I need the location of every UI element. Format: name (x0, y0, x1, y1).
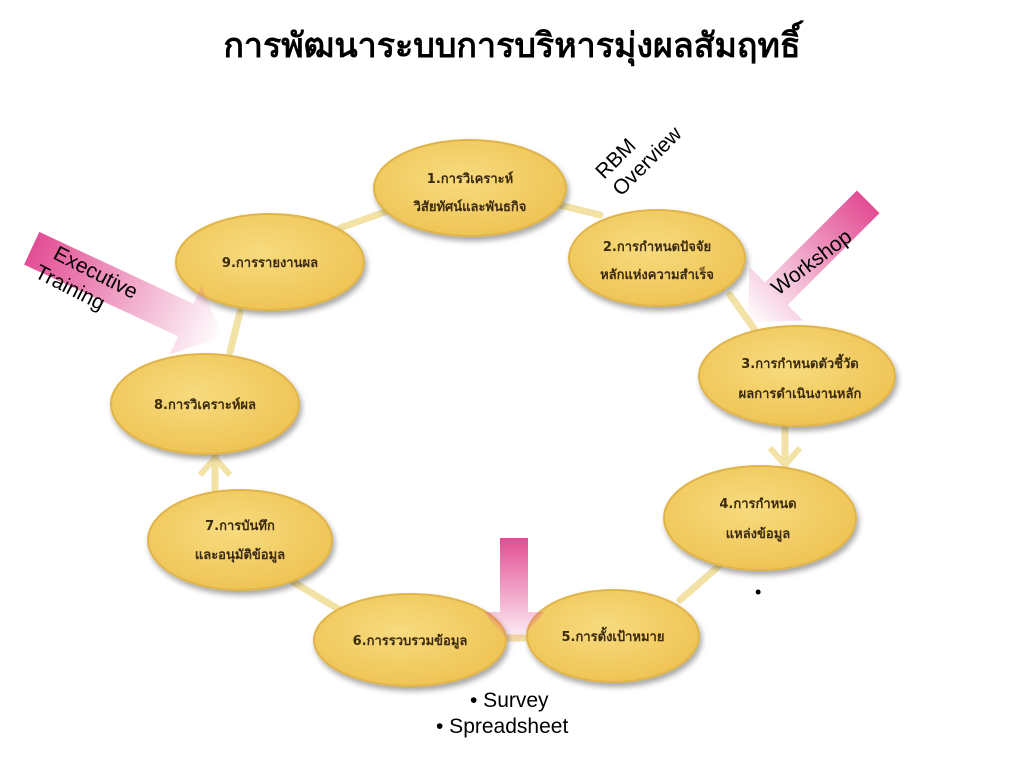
connector-9-1 (336, 208, 389, 232)
node-4: 4.การกำหนด แหล่งข้อมูล (663, 465, 857, 571)
node-2-line-1: 2.การกำหนดปัจจัย (603, 239, 711, 255)
connector-2-3 (726, 291, 759, 334)
chevron-icon-3-4 (767, 446, 803, 470)
node-7-line-2: และอนุมัติข้อมูล (195, 547, 285, 563)
node-2: 2.การกำหนดปัจจัย หลักแห่งความสำเร็จ (568, 209, 746, 307)
rbm-arrow (773, 0, 933, 21)
node-6-line-1: 6.การรวบรวมข้อมูล (353, 633, 468, 649)
node-1-line-1: 1.การวิเคราะห์ (427, 171, 513, 187)
lone-bullet: • (755, 582, 762, 602)
connector-4-5 (676, 561, 724, 604)
node-6: 6.การรวบรวมข้อมูล (313, 593, 507, 687)
bottom-arrow (484, 538, 544, 648)
page-title: การพัฒนาระบบการบริหารมุ่งผลสัมฤทธิ์ (223, 26, 801, 66)
node-3-line-1: 3.การกำหนดตัวชี้วัด (741, 353, 859, 372)
node-1: 1.การวิเคราะห์ วิสัยทัศน์และพันธกิจ (373, 139, 567, 237)
node-1-line-2: วิสัยทัศน์และพันธกิจ (413, 199, 526, 215)
workshop-arrow (748, 190, 880, 322)
node-8: 8.การวิเคราะห์ผล (110, 353, 300, 455)
node-9: 9.การรายงานผล (175, 213, 365, 311)
node-8-line-1: 8.การวิเคราะห์ผล (154, 397, 256, 413)
connector-1-2 (556, 201, 604, 219)
node-4-line-1: 4.การกำหนด (719, 496, 796, 512)
node-9-line-1: 9.การรายงานผล (222, 256, 318, 271)
node-5: 5.การตั้งเป้าหมาย (526, 589, 700, 683)
executive-arrow (24, 231, 222, 355)
connector-6-7 (286, 576, 344, 614)
node-2-line-2: หลักแห่งความสำเร็จ (600, 265, 714, 283)
node-3: 3.การกำหนดตัวชี้วัด ผลการดำเนินงานหลัก (698, 325, 896, 427)
node-4-line-2: แหล่งข้อมูล (726, 526, 791, 542)
node-3-line-2: ผลการดำเนินงานหลัก (739, 386, 862, 402)
connector-8-9 (226, 308, 244, 356)
chevron-icon-7-8 (197, 453, 233, 477)
node-7: 7.การบันทึก และอนุมัติข้อมูล (147, 489, 333, 591)
bottom-bullet-list: • Survey • Spreadsheet (436, 688, 568, 740)
bullet-item-survey: • Survey (470, 689, 549, 712)
bullet-item-spreadsheet: • Spreadsheet (436, 715, 569, 738)
node-5-line-1: 5.การตั้งเป้าหมาย (562, 626, 665, 645)
node-7-line-1: 7.การบันทึก (205, 518, 275, 534)
